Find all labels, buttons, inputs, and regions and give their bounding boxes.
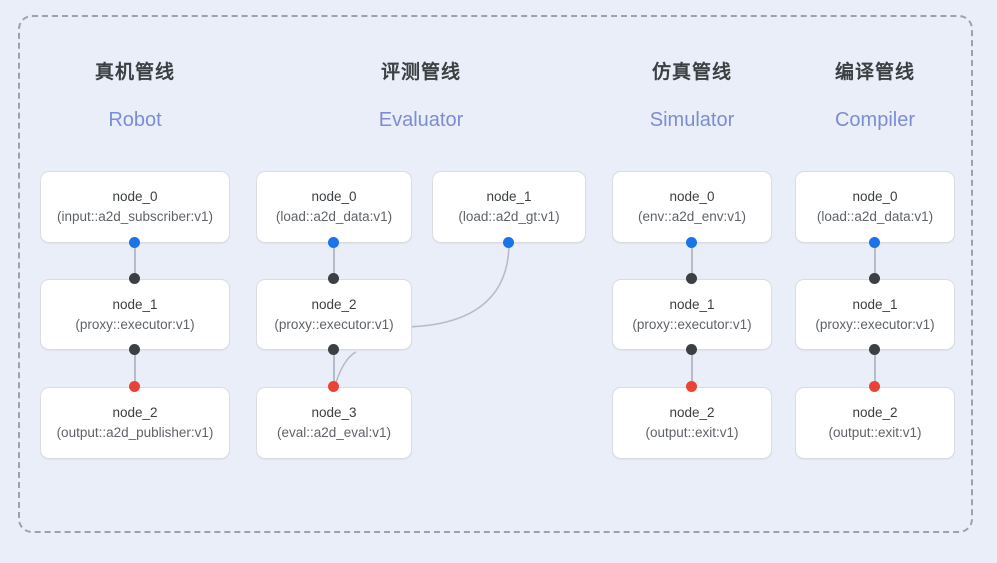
port-dot-link-evaluator-node2-top[interactable] [328,273,339,284]
node-type: (load::a2d_data:v1) [275,209,393,224]
node-card-compiler-2[interactable]: node_2 (output::exit:v1) [795,387,955,459]
node-card-compiler-1[interactable]: node_1 (proxy::executor:v1) [795,279,955,350]
column-header-robot: 真机管线 Robot [40,60,230,134]
edge-evaluator-node2-node3 [333,349,335,388]
node-card-evaluator-0[interactable]: node_0 (load::a2d_data:v1) [256,171,412,243]
column-subtitle-evaluator: Evaluator [378,109,464,131]
edge-evaluator-node0-node2 [333,242,335,280]
node-id: node_1 [852,296,898,312]
edge-simulator-node0-node1 [691,242,693,280]
node-id: node_0 [852,189,898,204]
port-dot-link-compiler-node1-bottom[interactable] [869,344,880,355]
edge-compiler-node0-node1 [874,242,876,280]
node-card-simulator-2[interactable]: node_2 (output::exit:v1) [612,387,772,459]
edge-robot-node0-node1 [134,242,136,280]
port-dot-link-evaluator-node2-bottom[interactable] [328,344,339,355]
port-dot-input-evaluator-node0[interactable] [328,237,339,248]
column-subtitle-robot: Robot [108,109,162,131]
column-header-simulator: 仿真管线 Simulator [612,60,772,134]
port-dot-link-simulator-node1-top[interactable] [686,273,697,284]
node-type: (proxy::executor:v1) [274,316,394,332]
node-id: node_2 [669,405,715,420]
node-type: (proxy::executor:v1) [75,316,195,332]
node-id: node_2 [112,405,158,420]
node-type: (load::a2d_gt:v1) [458,209,560,224]
node-id: node_1 [112,296,158,312]
column-header-evaluator: 评测管线 Evaluator [256,60,586,134]
node-id: node_0 [669,189,715,204]
port-dot-input-evaluator-node1[interactable] [503,237,514,248]
port-dot-output-robot-node2[interactable] [129,381,140,392]
node-id: node_1 [669,296,715,312]
column-title-simulator: 仿真管线 [651,62,732,83]
port-dot-input-simulator-node0[interactable] [686,237,697,248]
node-type: (output::exit:v1) [828,425,922,440]
port-dot-output-compiler-node2[interactable] [869,381,880,392]
port-dot-link-compiler-node1-top[interactable] [869,273,880,284]
port-dot-output-simulator-node2[interactable] [686,381,697,392]
column-header-compiler: 编译管线 Compiler [795,60,955,134]
node-id: node_0 [311,189,357,204]
node-id: node_1 [486,189,532,204]
edge-simulator-node1-node2 [691,349,693,388]
edge-robot-node1-node2 [134,349,136,388]
column-title-evaluator: 评测管线 [380,62,461,83]
node-card-evaluator-3[interactable]: node_3 (eval::a2d_eval:v1) [256,387,412,459]
column-title-robot: 真机管线 [94,62,175,83]
node-type: (output::exit:v1) [645,425,739,440]
port-dot-input-compiler-node0[interactable] [869,237,880,248]
node-type: (load::a2d_data:v1) [816,209,934,224]
node-card-simulator-0[interactable]: node_0 (env::a2d_env:v1) [612,171,772,243]
node-card-simulator-1[interactable]: node_1 (proxy::executor:v1) [612,279,772,350]
pipeline-panel [18,15,973,533]
port-dot-link-robot-node1-bottom[interactable] [129,344,140,355]
node-id: node_2 [852,405,898,420]
node-card-robot-0[interactable]: node_0 (input::a2d_subscriber:v1) [40,171,230,243]
node-id: node_3 [311,405,357,420]
node-type: (proxy::executor:v1) [632,316,752,332]
edge-compiler-node1-node2 [874,349,876,388]
port-dot-input-robot-node0[interactable] [129,237,140,248]
column-subtitle-compiler: Compiler [834,109,916,131]
node-type: (env::a2d_env:v1) [637,209,747,224]
node-type: (proxy::executor:v1) [815,316,935,332]
port-dot-output-evaluator-node3[interactable] [328,381,339,392]
node-card-robot-1[interactable]: node_1 (proxy::executor:v1) [40,279,230,350]
node-card-robot-2[interactable]: node_2 (output::a2d_publisher:v1) [40,387,230,459]
port-dot-link-robot-node1-top[interactable] [129,273,140,284]
node-type: (output::a2d_publisher:v1) [56,425,214,440]
port-dot-link-simulator-node1-bottom[interactable] [686,344,697,355]
node-card-evaluator-2[interactable]: node_2 (proxy::executor:v1) [256,279,412,350]
node-card-compiler-0[interactable]: node_0 (load::a2d_data:v1) [795,171,955,243]
node-id: node_2 [311,296,357,312]
column-subtitle-simulator: Simulator [649,109,735,131]
node-type: (eval::a2d_eval:v1) [276,425,392,440]
column-title-compiler: 编译管线 [834,62,915,83]
node-card-evaluator-1[interactable]: node_1 (load::a2d_gt:v1) [432,171,586,243]
node-type: (input::a2d_subscriber:v1) [56,209,214,224]
node-id: node_0 [112,189,158,204]
